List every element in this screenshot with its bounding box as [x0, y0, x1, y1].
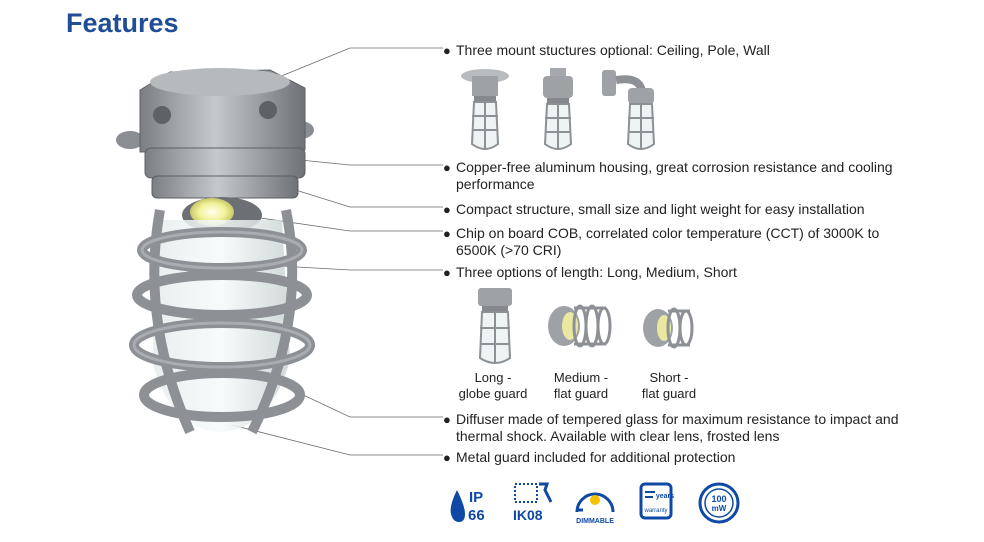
feature-diffuser: ● Diffuser made of tempered glass for ma…	[443, 411, 899, 444]
feature-length-options: ● Three options of length: Long, Medium,…	[443, 264, 737, 280]
certification-badges: IP 66 IK08 DIMMABLE years warranty 100 m…	[447, 480, 743, 526]
bullet-icon: ●	[443, 160, 451, 175]
page-title: Features	[66, 8, 179, 38]
bullet-icon: ●	[443, 226, 451, 241]
feature-compact: ● Compact structure, small size and ligh…	[443, 201, 865, 217]
feature-cob-chip: ● Chip on board COB, correlated color te…	[443, 225, 880, 258]
feature-mount-options: ● Three mount stuctures optional: Ceilin…	[443, 42, 770, 58]
standby-power-icon: 100 mW	[698, 482, 740, 524]
short-flat-guard-fixture	[643, 307, 694, 349]
length-caption-medium: Medium - flat guard	[553, 370, 609, 401]
length-caption-long: Long - globe guard	[458, 370, 528, 401]
bullet-icon: ●	[443, 450, 451, 465]
bullet-icon: ●	[443, 265, 451, 280]
svg-text:DIMMABLE: DIMMABLE	[576, 518, 614, 525]
ik08-impact-icon: IK08	[513, 482, 553, 523]
length-caption-short: Short - flat guard	[641, 370, 697, 401]
wall-mount-fixture	[602, 70, 656, 150]
medium-flat-guard-fixture	[548, 304, 612, 348]
ceiling-mount-fixture	[461, 69, 509, 150]
warranty-years-icon: years warranty	[639, 482, 674, 520]
dimmable-icon: DIMMABLE	[575, 492, 615, 525]
bullet-icon: ●	[443, 202, 451, 217]
svg-text:warranty: warranty	[643, 508, 667, 514]
bullet-icon: ●	[443, 43, 451, 58]
svg-text:mW: mW	[712, 504, 727, 513]
ip66-waterdrop-icon: IP 66	[450, 489, 485, 524]
svg-text:100: 100	[711, 494, 726, 504]
svg-text:IP: IP	[469, 489, 483, 506]
feature-housing: ● Copper-free aluminum housing, great co…	[443, 159, 893, 192]
pole-mount-fixture	[543, 68, 573, 150]
vapor-tight-light-fixture	[116, 68, 315, 435]
feature-metal-guard: ● Metal guard included for additional pr…	[443, 449, 736, 465]
svg-text:66: 66	[468, 507, 485, 524]
long-globe-guard-fixture	[478, 288, 512, 364]
svg-text:years: years	[656, 493, 674, 500]
bullet-icon: ●	[443, 412, 451, 427]
svg-text:IK08: IK08	[513, 507, 543, 523]
